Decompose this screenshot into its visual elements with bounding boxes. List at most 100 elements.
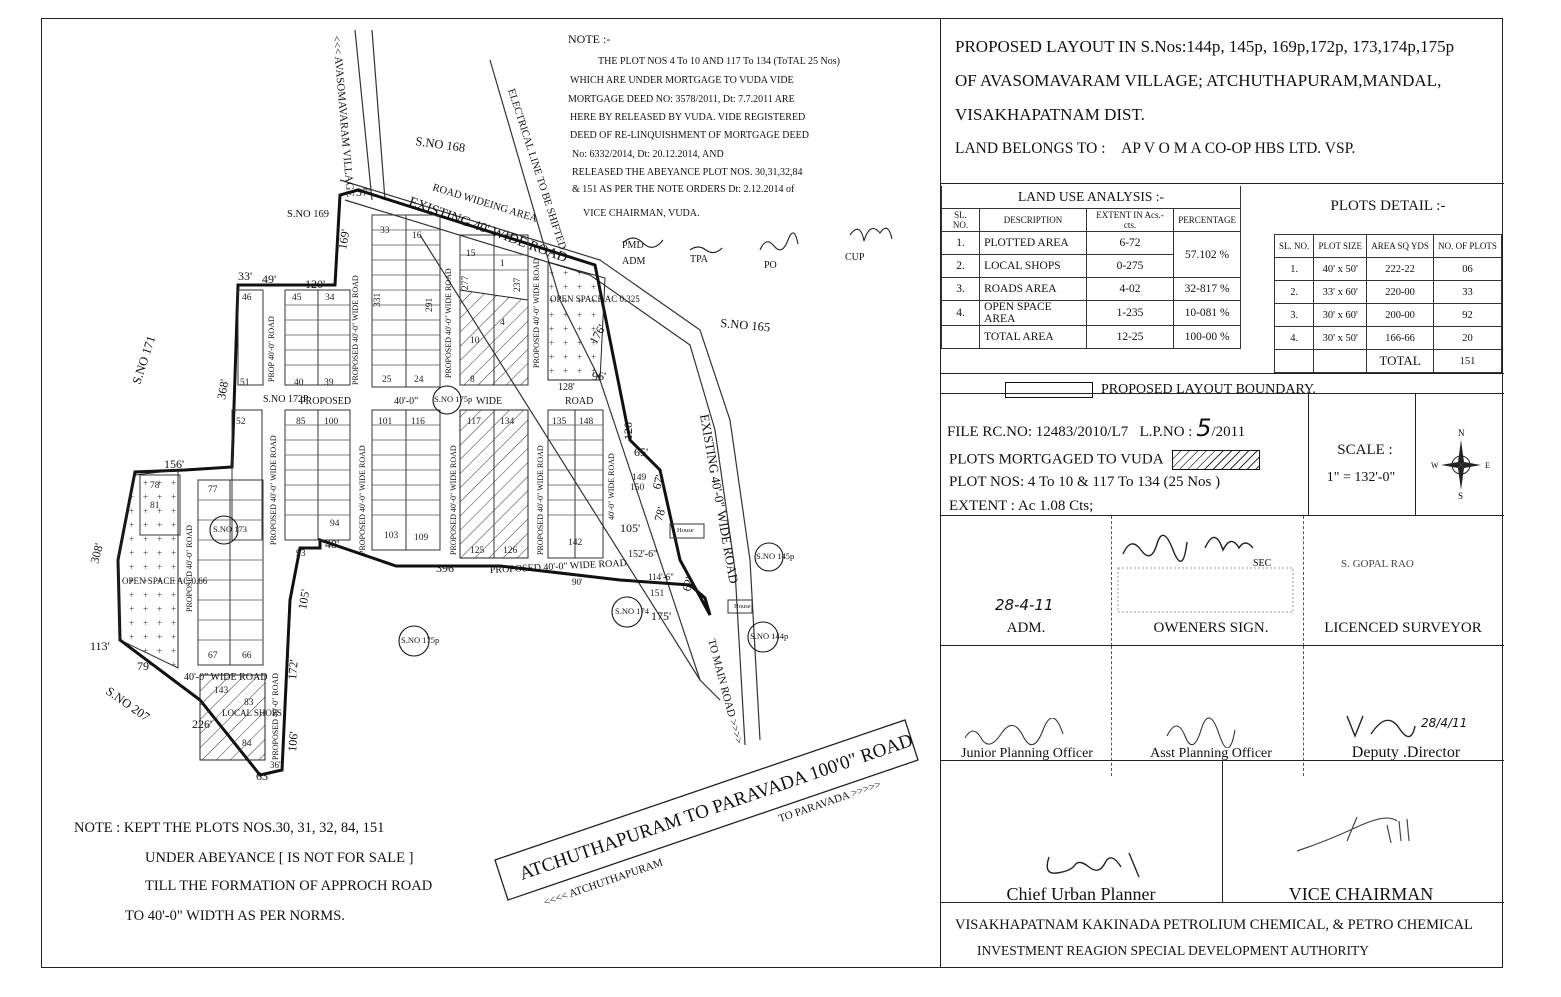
plot-number: 143	[214, 686, 229, 696]
plot-number: 51	[240, 378, 250, 388]
bottom-note: NOTE : KEPT THE PLOTS NOS.30, 31, 32, 84…	[74, 820, 432, 924]
dimensions: 37' 49' 120' 33' 169' 368' 156' 308' 113…	[87, 185, 696, 783]
dimension-label: 368'	[214, 378, 231, 400]
plot-number: 93	[296, 549, 306, 559]
plot-number: 52	[236, 417, 246, 427]
house-label: House	[734, 603, 751, 610]
plot-number: 142	[568, 538, 583, 548]
proposed-v-road: PROPOSED 40'-0" WIDE ROAD	[269, 435, 278, 545]
mortgaged-label: PLOTS MORTGAGED TO VUDA	[949, 451, 1163, 468]
title-panel: PROPOSED LAYOUT IN S.Nos:144p, 145p, 169…	[940, 18, 1504, 968]
plot-number: 67	[208, 651, 218, 661]
initial-tpa: TPA	[690, 254, 709, 265]
top-note-line: WHICH ARE UNDER MORTGAGE TO VUDA VIDE	[570, 75, 794, 86]
cell-sl: 2.	[940, 254, 981, 278]
cell-extent: 6-72	[1085, 231, 1175, 255]
total-label: TOTAL	[1366, 349, 1434, 373]
top-note-line: RELEASED THE ABEYANCE PLOT NOS. 30,31,32…	[572, 167, 802, 178]
total-pct: 100-00 %	[1173, 325, 1241, 349]
cell-no: 92	[1433, 303, 1502, 327]
proposed-v-road: PROPOSED 40'-0" WIDE ROAD	[358, 445, 367, 555]
plot-number: 40	[294, 378, 304, 388]
total-extent: 12-25	[1085, 325, 1175, 349]
plot-number: 101	[378, 417, 393, 427]
land-use-title: LAND USE ANALYSIS :-	[941, 186, 1241, 209]
dimension-label: 36'	[270, 760, 281, 770]
boundary-swatch	[1005, 382, 1093, 398]
dimension-label: 308'	[87, 542, 106, 565]
owners-sec: SEC	[1253, 558, 1272, 569]
top-note-line: No: 6332/2014, Dt: 20.12.2014, AND	[572, 149, 724, 160]
plot-numbers: 33 16 15 1 46 45 34 331 291 277 237 10 4…	[150, 226, 665, 749]
dimension-label: 120'	[621, 420, 635, 440]
dimension-label: 152'-6"	[628, 549, 657, 560]
cell-desc: PLOTTED AREA	[979, 231, 1087, 255]
plot-number: 237	[513, 278, 523, 293]
plot-number: 100	[324, 417, 339, 427]
dimension-label: 67'	[649, 473, 666, 490]
cell-size: 30' x 50'	[1313, 326, 1368, 350]
extent: EXTENT : Ac 1.08 Cts;	[949, 498, 1094, 514]
header-line-1: PROPOSED LAYOUT IN S.Nos:144p, 145p, 169…	[955, 37, 1455, 56]
compass-w: W	[1431, 461, 1439, 470]
compass-n: N	[1458, 428, 1465, 438]
cell-sl: 4.	[1273, 326, 1315, 350]
scale-value: 1" = 132'-0"	[1326, 470, 1396, 485]
col-pct: PERCENTAGE	[1173, 208, 1241, 232]
dimension-label: 33'	[238, 269, 252, 283]
plot-number: 16	[412, 231, 422, 241]
survey-no-label: S.NO 165	[720, 316, 771, 334]
vc-label: VICE CHAIRMAN	[1288, 884, 1434, 904]
survey-no-label: S.NO 174	[615, 606, 650, 616]
compass-s: S	[1458, 491, 1463, 501]
land-use-table: LAND USE ANALYSIS :- SL. NO. DESCRIPTION…	[940, 186, 1241, 349]
top-note-line: MORTGAGE DEED NO: 3578/2011, Dt: 7.7.201…	[568, 94, 795, 105]
cell-sl: 2.	[1273, 280, 1315, 304]
plot-number: 148	[579, 417, 594, 427]
cell-no: 06	[1433, 257, 1502, 281]
survey-no-label: S.NO 168	[415, 134, 466, 155]
lp-no: 5	[1196, 414, 1212, 442]
proposed-road-h4: ROAD	[565, 396, 593, 407]
cell-size: 30' x 60'	[1313, 303, 1368, 327]
divider	[1415, 394, 1416, 516]
plots-detail-table: SL. NO. PLOT SIZE AREA SQ YDS NO. OF PLO…	[1273, 234, 1502, 373]
dd-date: 28/4/11	[1421, 716, 1468, 730]
cell-pct: 32-817 %	[1173, 277, 1241, 301]
col-extent: EXTENT IN Acs.- cts.	[1085, 208, 1175, 232]
cell-pct: 57.102 %	[1173, 231, 1241, 278]
bottom-note-line: TO 40'-0" WIDTH AS PER NORMS.	[125, 908, 345, 924]
cell-size: 33' x 60'	[1313, 280, 1368, 304]
owners-label: OWENERS SIGN.	[1153, 620, 1269, 636]
survey-circles	[209, 385, 784, 657]
scale-label: SCALE :	[1337, 442, 1393, 458]
adm-date: 28-4-11	[995, 596, 1054, 614]
surveyor-name: S. GOPAL RAO	[1341, 558, 1414, 570]
signature-section-3: Chief Urban Planner VICE CHAIRMAN	[941, 760, 1504, 904]
proposed-v-road: PROPOSED 40'-0" WIDE ROAD	[532, 258, 541, 368]
cup-signature	[1046, 852, 1140, 878]
plot-number: 151	[650, 589, 665, 599]
plot-number: 84	[242, 739, 252, 749]
house-marker	[669, 523, 705, 539]
land-use-table-wrap: LAND USE ANALYSIS :- SL. NO. DESCRIPTION…	[940, 186, 1241, 349]
dimension-label: 175'	[651, 609, 671, 623]
signature-section-1: 28-4-11 ADM. SEC OWENERS SIGN. S. GOPAL …	[941, 515, 1504, 646]
proposed-v-road: PROPOSED 40'-0" WIDE ROAD	[449, 445, 458, 555]
proposed-v-road: PROPOSED 40'-0" WIDE ROAD	[444, 268, 453, 378]
mortgaged-swatch	[1172, 450, 1261, 470]
signature-section-2: Junior Planning Officer Asst Planning Of…	[941, 645, 1504, 776]
dd-label: Deputy .Director	[1351, 744, 1461, 761]
analysis-section: LAND USE ANALYSIS :- SL. NO. DESCRIPTION…	[940, 183, 1504, 374]
cell-pct: 10-081 %	[1173, 300, 1241, 326]
dimension-label: 169'	[335, 228, 352, 250]
plot-number: 81	[150, 501, 160, 511]
table-row: TOTAL AREA 12-25 100-00 %	[940, 325, 1241, 349]
dimension-label: 90'	[572, 577, 583, 587]
survey-no-label: S.NO 169	[287, 209, 329, 220]
header-line-2: OF AVASOMAVARAM VILLAGE; ATCHUTHAPURAM,M…	[955, 71, 1442, 90]
right-v-road: 40'-0" WIDE ROAD	[607, 453, 616, 520]
plot-number: 116	[411, 417, 425, 427]
header-line-3: VISAKHAPATNAM DIST.	[955, 105, 1145, 124]
